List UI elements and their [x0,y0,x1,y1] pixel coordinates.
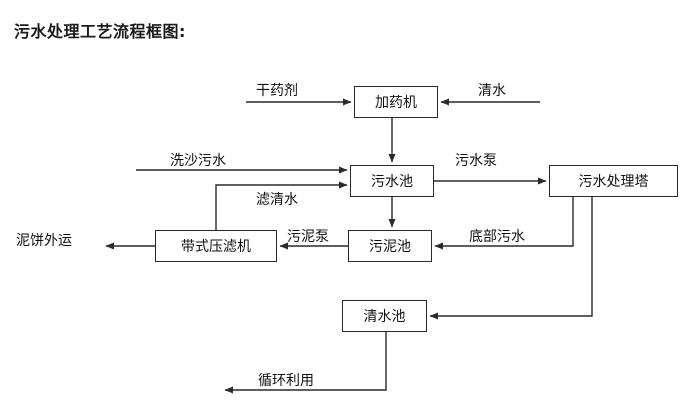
edge-label-clean-water: 清水 [478,83,506,99]
page-title: 污水处理工艺流程框图: [14,22,186,41]
edge-label-sludge-pump: 污泥泵 [287,229,329,245]
node-belt-filter-press[interactable]: 带式压滤机 [155,230,277,262]
edge-label-filtered-clear-water: 滤清水 [256,192,298,208]
node-treatment-tower[interactable]: 污水处理塔 [549,165,678,197]
node-dosing-machine[interactable]: 加药机 [354,86,438,118]
node-sewage-pool[interactable]: 污水池 [350,165,434,197]
edge-label-mud-cake-transport: 泥饼外运 [16,233,72,249]
edge-label-dry-agent: 干药剂 [256,83,298,99]
edge-label-sewage-pump: 污水泵 [455,153,497,169]
node-clear-water-pool[interactable]: 清水池 [342,300,427,332]
edge-label-bottom-sewage: 底部污水 [469,229,525,245]
edge-label-sand-washing-sewage: 洗沙污水 [170,153,226,169]
edge-label-recycle-reuse: 循环利用 [258,373,314,389]
wire-tower-to-clear-pool [429,197,593,320]
node-sludge-pool[interactable]: 污泥池 [348,230,432,262]
